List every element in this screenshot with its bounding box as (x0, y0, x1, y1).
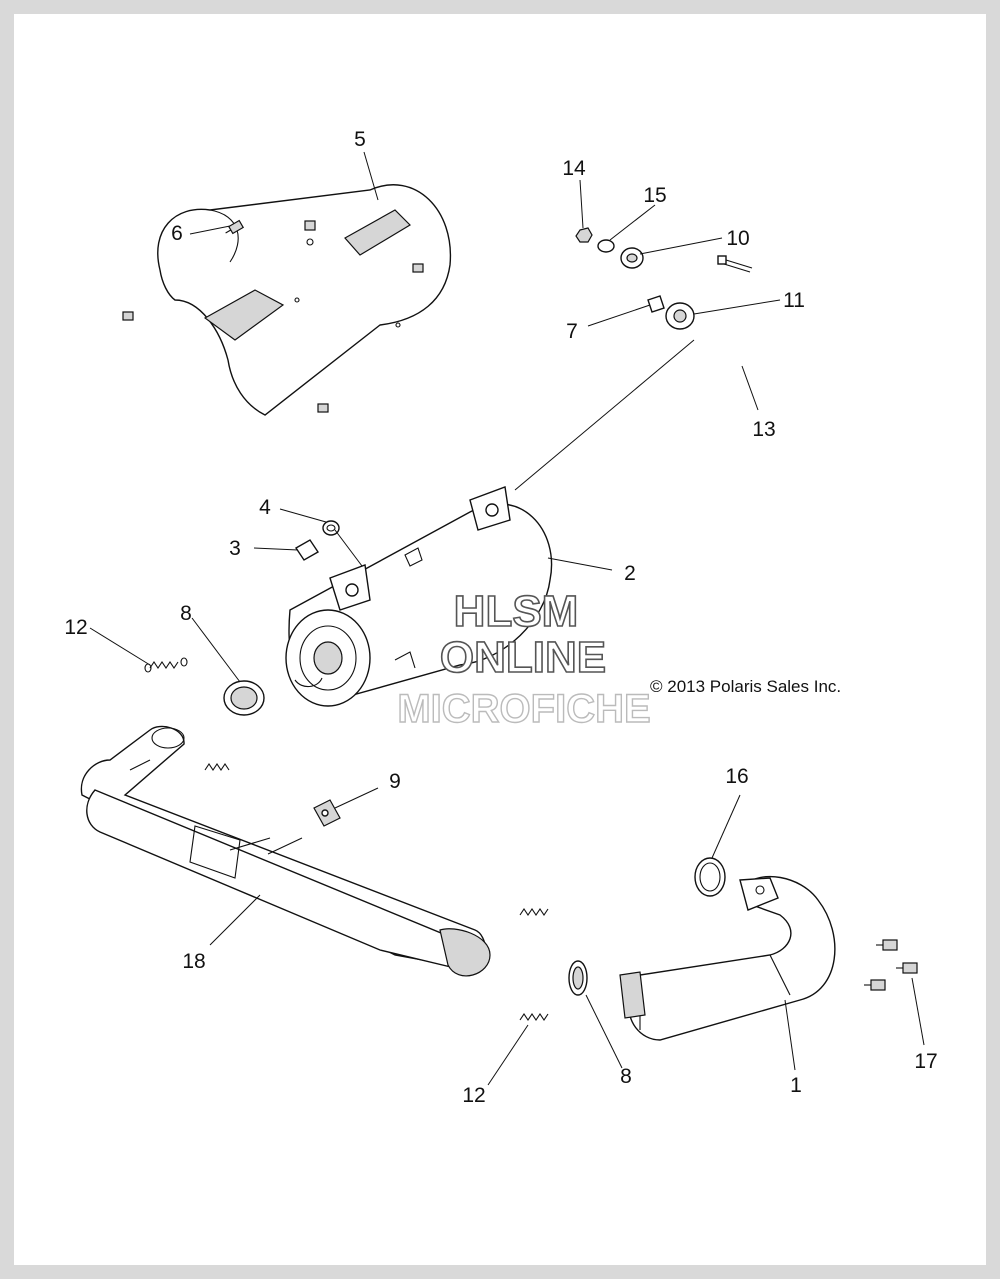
gasket-part-8-lower[interactable] (568, 960, 588, 996)
plug-part-3[interactable] (295, 539, 319, 561)
callout-8-lower: 8 (620, 1065, 632, 1088)
callout-14: 14 (562, 157, 586, 180)
svg-text:HLSM: HLSM (454, 587, 579, 636)
copyright-text: © 2013 Polaris Sales Inc. (650, 677, 841, 696)
callout-3: 3 (229, 537, 241, 560)
callout-11: 11 (783, 289, 805, 312)
callout-9: 9 (389, 770, 401, 793)
callout-8-upper: 8 (180, 602, 192, 625)
callout-2: 2 (624, 562, 636, 585)
shield-bolts (122, 219, 424, 413)
callout-4: 4 (259, 496, 271, 519)
spring-part-12-lower[interactable] (519, 1013, 549, 1021)
heat-shield-part-5[interactable] (157, 184, 452, 416)
clip-part-9[interactable] (313, 799, 341, 827)
callout-15: 15 (643, 184, 666, 207)
bushing-part-7 (647, 295, 665, 313)
muffler-part-2[interactable] (285, 486, 553, 707)
callout-12-lower: 12 (462, 1084, 485, 1107)
spring-part-12-mid[interactable] (204, 763, 230, 771)
callout-10: 10 (726, 227, 749, 250)
watermark: HLSM ONLINE MICROFICHE (397, 586, 652, 732)
bolt-part-13 (717, 255, 753, 273)
callout-17: 17 (914, 1050, 937, 1073)
mount-hardware[interactable] (575, 227, 753, 330)
svg-text:MICROFICHE: MICROFICHE (397, 687, 650, 731)
washer-part-15 (597, 239, 615, 253)
leader-lines (89, 151, 925, 1086)
svg-text:ONLINE: ONLINE (440, 633, 606, 682)
callout-1: 1 (790, 1074, 802, 1097)
diagram-sheet: HLSM ONLINE MICROFICHE © 2013 Polaris Sa… (14, 14, 986, 1265)
washer-part-4[interactable] (322, 520, 340, 536)
nut-part-14 (575, 227, 593, 243)
callout-13: 13 (752, 418, 775, 441)
bolts-part-17[interactable] (864, 939, 918, 991)
callout-7: 7 (566, 320, 578, 343)
callout-12-upper: 12 (64, 616, 87, 639)
spring-part-12-right[interactable] (519, 908, 549, 916)
pipe-part-18[interactable] (80, 725, 491, 977)
callout-16: 16 (725, 765, 748, 788)
callout-5: 5 (354, 128, 366, 151)
spring-part-12-upper[interactable] (144, 657, 188, 673)
callout-18: 18 (182, 950, 205, 973)
callout-labels: 5 6 14 15 10 7 11 13 4 3 2 12 8 9 16 18 … (64, 128, 937, 1107)
gasket-part-8-upper[interactable] (223, 680, 265, 716)
gasket-part-16[interactable] (694, 857, 726, 897)
head-pipe-part-1[interactable] (619, 875, 836, 1041)
callout-6: 6 (171, 222, 183, 245)
